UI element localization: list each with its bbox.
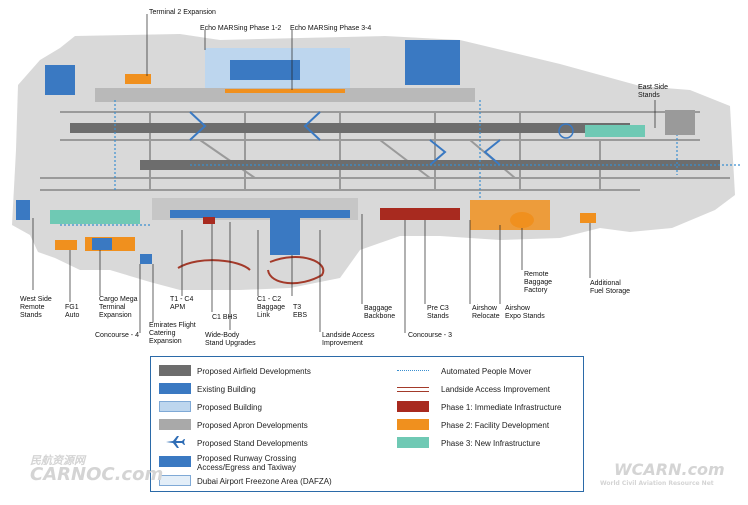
label-echo-12: Echo MARSing Phase 1-2: [200, 25, 282, 32]
watermark-carnoc-cn: 民航资源网: [30, 454, 85, 467]
legend-label-apron: Proposed Apron Developments: [197, 421, 308, 430]
label-c1-c2: C1 - C2 Baggage Link: [257, 296, 286, 319]
airshow-area: [470, 200, 550, 230]
cargo-building: [92, 238, 112, 250]
legend-swatch-existing: [159, 383, 191, 394]
legend-swatch-phase3: [397, 437, 429, 448]
label-landside: Landside Access Improvement: [322, 332, 375, 347]
terminal2-expansion: [125, 74, 151, 84]
legend-label-phase3: Phase 3: New Infrastructure: [441, 439, 541, 448]
legend-line-landside: [397, 387, 429, 392]
east-side-stands: [585, 125, 645, 137]
emirates-catering: [140, 254, 152, 264]
label-echo-34: Echo MARSing Phase 3-4: [290, 25, 372, 32]
legend-label-landside: Landside Access Improvement: [441, 385, 550, 394]
concourse-c1-c2: [170, 210, 350, 218]
label-west-side: West Side Remote Stands: [20, 296, 52, 319]
legend-label-runway-crossing: Proposed Runway Crossing Access/Egress a…: [197, 454, 297, 472]
existing-building-nw: [45, 65, 75, 95]
legend-swatch-runway-crossing: [159, 456, 191, 467]
legend-label-phase2: Phase 2: Facility Development: [441, 421, 550, 430]
concourse-3: [380, 208, 460, 220]
label-concourse3: Concourse - 3: [408, 332, 452, 339]
apron-north: [95, 88, 475, 102]
legend-label-apm: Automated People Mover: [441, 367, 532, 376]
legend-line-apm: [397, 370, 429, 371]
legend-label-stand: Proposed Stand Developments: [197, 439, 308, 448]
t3-ebs: [270, 215, 300, 255]
label-concourse4: Concourse - 4: [95, 332, 139, 339]
echo-marsing-building: [230, 60, 300, 80]
automated-people-mover: [60, 100, 740, 226]
legend-swatch-apron: [159, 419, 191, 430]
legend-swatch-dafza: [159, 475, 191, 486]
fg1-auto: [55, 240, 77, 250]
remote-baggage-factory: [510, 212, 534, 228]
existing-building-north: [405, 40, 460, 85]
runway-crossing-chevrons: [189, 111, 501, 166]
label-cargo: Cargo Mega Terminal Expansion: [99, 296, 138, 319]
west-side-building: [16, 200, 30, 220]
label-emirates: Emirates Flight Catering Expansion: [149, 322, 196, 345]
plane-icon: [166, 436, 185, 448]
legend-label-phase1: Phase 1: Immediate Infrastructure: [441, 403, 562, 412]
cargo-phase3: [50, 210, 140, 224]
label-fg1: FG1 Auto: [65, 304, 80, 319]
label-t3-ebs: T3 EBS: [293, 304, 308, 319]
legend-swatch-phase1: [397, 401, 429, 412]
watermark-wcarn: WCARN.com: [614, 460, 725, 479]
label-airshow-expo: Airshow Expo Stands: [505, 305, 545, 320]
label-east-side: East Side Stands: [638, 84, 668, 99]
runway-north: [70, 123, 630, 133]
label-pre-c3: Pre C3 Stands: [427, 305, 449, 320]
apron-orange-strip: [225, 89, 345, 93]
watermark-carnoc: CARNOC.com: [30, 464, 164, 485]
watermark-wcarn-sub: World Civil Aviation Resource Net: [600, 480, 714, 487]
legend-swatch-phase2: [397, 419, 429, 430]
terminal-ring: [558, 123, 574, 139]
label-c1-bhs: C1 BHS: [212, 314, 238, 321]
legend-swatch-proposed-building: [159, 401, 191, 412]
label-t1-c4: T1 - C4 APM: [170, 296, 194, 311]
c1-bhs: [203, 217, 215, 224]
map-legend: Proposed Airfield Developments Existing …: [150, 356, 584, 492]
legend-label-proposed-building: Proposed Building: [197, 403, 262, 412]
label-baggage-backbone: Baggage Backbone: [364, 305, 396, 320]
landside-loop: [177, 256, 325, 285]
label-terminal2: Terminal 2 Expansion: [149, 9, 216, 16]
label-fuel-storage: Additional Fuel Storage: [590, 280, 631, 295]
fuel-storage: [580, 213, 596, 223]
legend-label-existing: Existing Building: [197, 385, 256, 394]
label-wide-body: Wide-Body Stand Upgrades: [205, 332, 256, 347]
legend-label-dafza: Dubai Airport Freezone Area (DAFZA): [197, 477, 332, 486]
leader-lines: [32, 14, 656, 333]
legend-swatch-airfield: [159, 365, 191, 376]
legend-label-airfield: Proposed Airfield Developments: [197, 367, 311, 376]
label-remote-baggage: Remote Baggage Factory: [524, 271, 553, 294]
east-building: [665, 110, 695, 135]
label-airshow-relocate: Airshow Relocate: [472, 305, 500, 320]
